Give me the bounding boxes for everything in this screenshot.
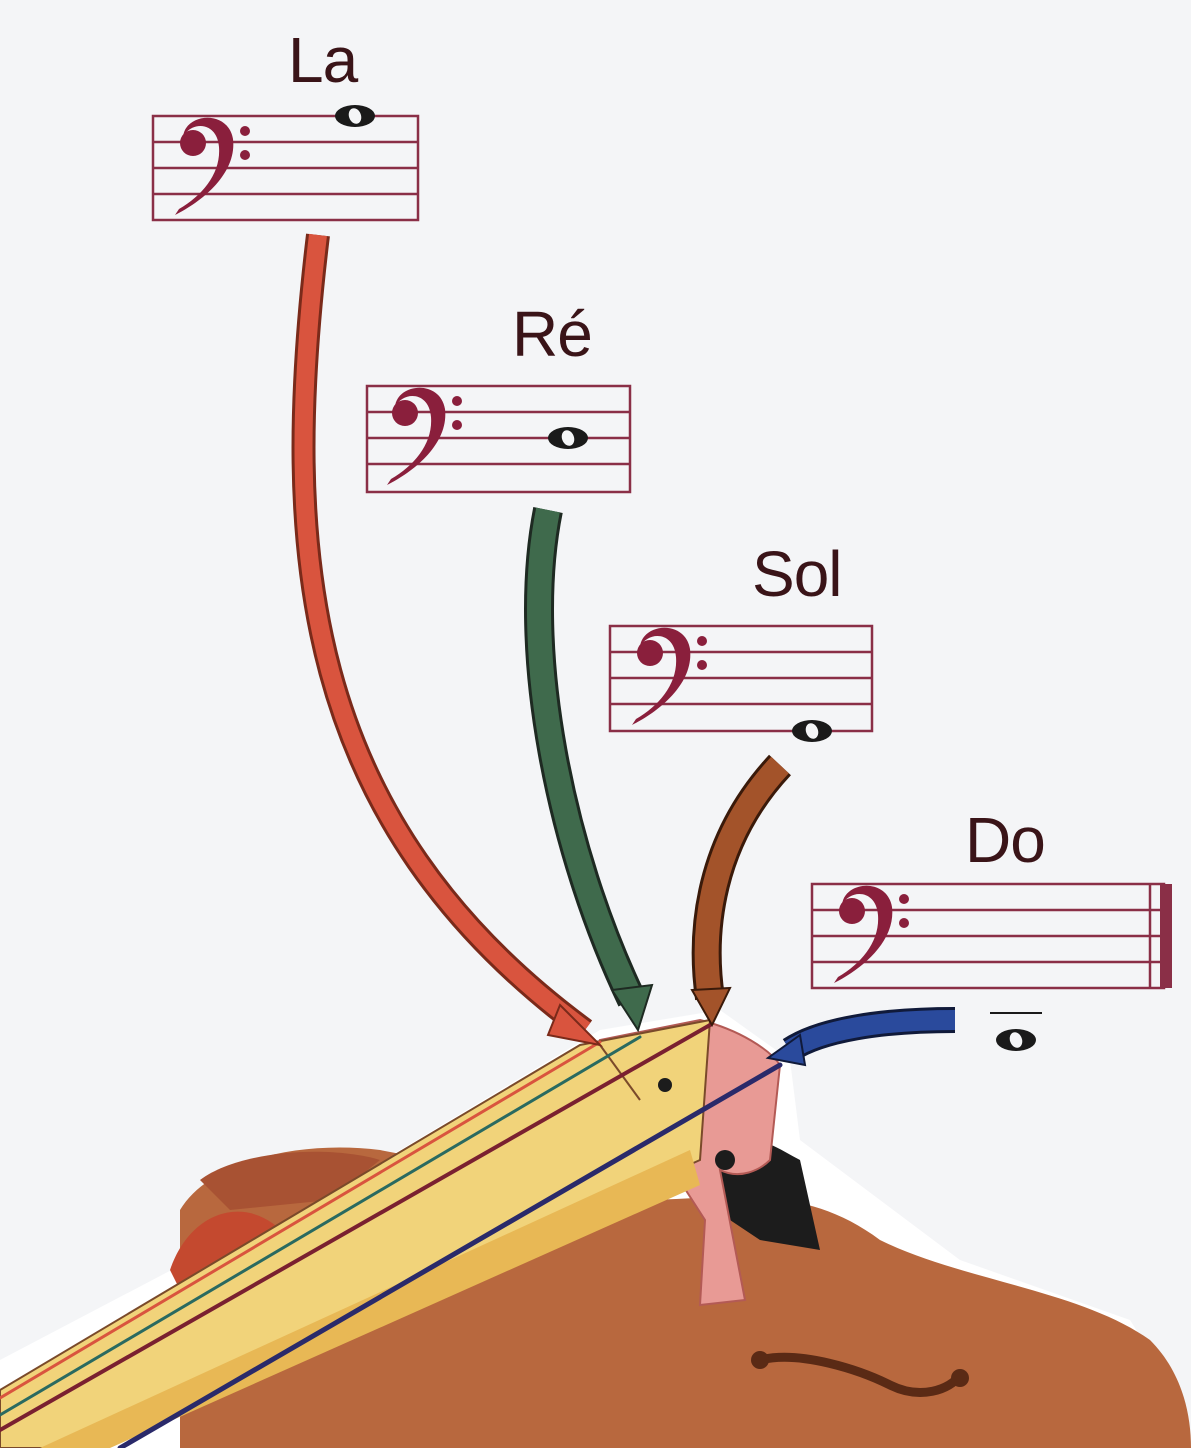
bass-clef-icon [632,628,707,725]
cello-illustration [0,1010,1191,1448]
arrow-do [768,1020,955,1065]
arrow-re [539,510,652,1030]
label-re: Ré [512,298,592,370]
staff-re: Ré [367,298,630,492]
whole-note-icon [335,105,375,127]
bass-clef-icon [834,886,909,983]
bass-clef-icon [175,118,250,215]
label-do: Do [965,804,1045,876]
whole-note-icon [548,427,588,449]
label-la: La [288,24,359,96]
final-barline [1160,884,1172,988]
bass-clef-icon [387,388,462,485]
label-sol: Sol [752,538,842,610]
staff-la: La [153,24,418,220]
staff-sol: Sol [610,538,872,742]
arrow-sol [692,765,780,1025]
whole-note-icon [996,1029,1036,1051]
whole-note-icon [792,720,832,742]
